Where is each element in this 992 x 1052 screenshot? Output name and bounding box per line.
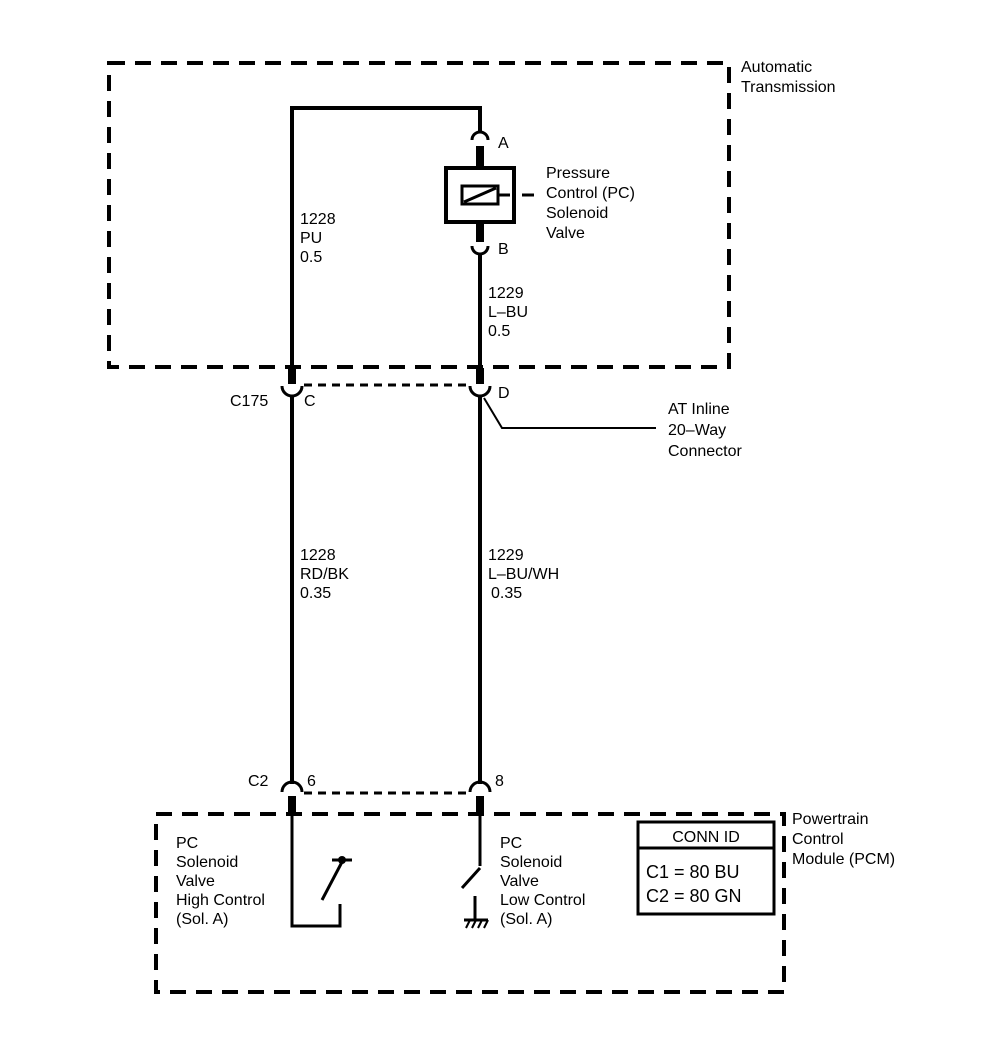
pin-d-label: D — [498, 385, 510, 402]
c175-pin-d-terminal — [468, 385, 492, 398]
pin-6-label: 6 — [307, 773, 316, 790]
pin-b-label: B — [498, 241, 509, 258]
pin-a-label: A — [498, 135, 509, 152]
pcm-label: Powertrain Control Module (PCM) — [792, 811, 895, 868]
inline-connector-leader — [483, 397, 656, 429]
c175-pin-c-terminal — [280, 385, 304, 398]
wire-1228-pu — [290, 106, 482, 372]
transmission-boundary — [107, 61, 731, 369]
pin-c-label: C — [304, 393, 316, 410]
pcm-boundary — [154, 812, 786, 994]
conn-id-header: CONN ID — [672, 829, 740, 846]
high-control-switch — [320, 861, 344, 901]
wire-1228-pu-label: 1228 PU 0.5 — [300, 211, 340, 266]
pin-a-terminal — [470, 130, 490, 141]
transmission-label: Automatic Transmission — [741, 59, 836, 96]
inline-connector-label: AT Inline 20–Way Connector — [668, 401, 742, 460]
conn-id-row: C2 = 80 GN — [646, 886, 742, 906]
high-control-circuit — [290, 814, 342, 928]
wire-1229-lbu-label: 1229 L–BU 0.5 — [488, 285, 532, 340]
high-control-pivot — [338, 856, 346, 864]
pc-valve-label: Pressure Control (PC) Solenoid Valve — [546, 165, 639, 242]
solenoid-coil-slash — [463, 186, 497, 204]
high-control-label: PC Solenoid Valve High Control (Sol. A) — [176, 835, 269, 928]
c2-label: C2 — [248, 773, 269, 790]
wire-1229-lbuwh-label: 1229 L–BU/WH 0.35 — [488, 547, 564, 602]
ground-icon — [464, 918, 489, 929]
conn-id-row: C1 = 80 BU — [646, 862, 740, 882]
c175-label: C175 — [230, 393, 268, 410]
wire-1228-rdbk-label: 1228 RD/BK 0.35 — [300, 547, 353, 602]
low-control-switch — [460, 866, 482, 890]
c2-pin-6-terminal — [280, 780, 304, 793]
pin-b-terminal — [470, 245, 490, 256]
low-control-label: PC Solenoid Valve Low Control (Sol. A) — [500, 835, 590, 928]
conn-id-table: CONN ID C1 = 80 BU C2 = 80 GN — [636, 820, 776, 916]
c2-pin-8-terminal — [468, 780, 492, 793]
pin-8-label: 8 — [495, 773, 504, 790]
